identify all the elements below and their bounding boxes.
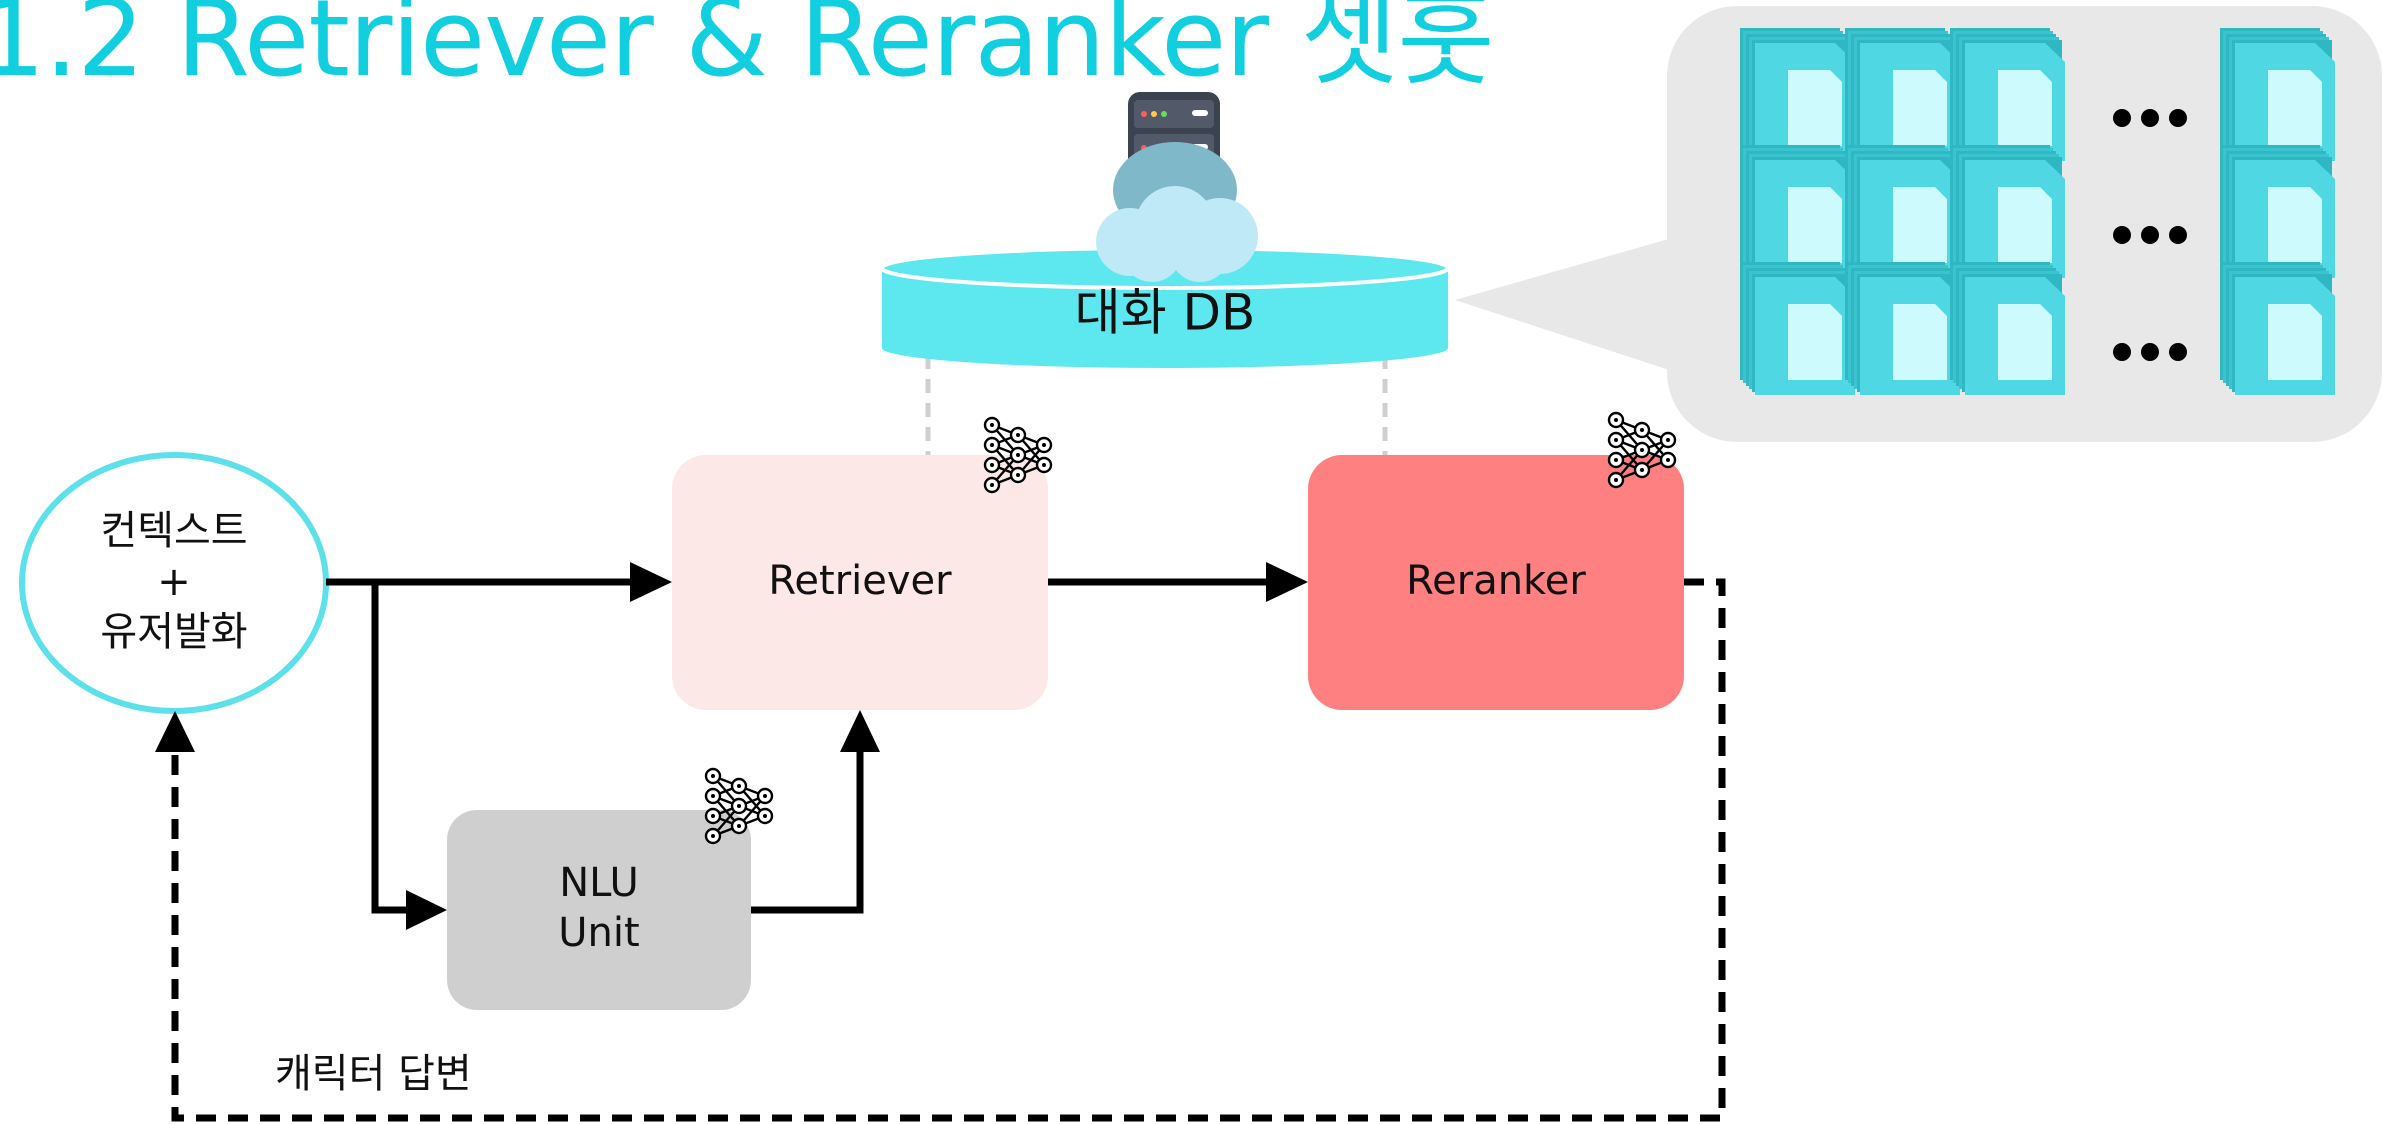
context-label-line1: 컨텍스트 (100, 508, 247, 554)
nlu-unit-box[interactable] (447, 810, 751, 1010)
nlu-label-line1: NLU (559, 860, 639, 906)
reranker-box[interactable] (1308, 455, 1684, 710)
nlu-to-retriever-arrow (751, 710, 880, 914)
response-feedback-arrow (155, 578, 1726, 1122)
context-to-nlu-arrow (371, 582, 447, 930)
retriever-box[interactable] (672, 455, 1048, 710)
context-label-line2: + (157, 559, 191, 605)
ellipsis-icon (2113, 109, 2187, 361)
nlu-label-line2: Unit (558, 910, 639, 956)
neural-network-icon (704, 767, 774, 845)
page-title: 1.2 Retriever & Reranker 셋훗 (0, 0, 1495, 100)
reranker-label: Reranker (1406, 558, 1586, 604)
cloud-icon (1096, 142, 1258, 282)
context-label-line3: 유저발화 (100, 609, 247, 655)
document-stack-icon (1740, 28, 2335, 395)
retriever-label: Retriever (768, 558, 952, 604)
feedback-label: 캐릭터 답변 (275, 1051, 472, 1097)
db-label: 대화 DB (1075, 284, 1256, 342)
retriever-to-reranker-arrow (1048, 562, 1308, 602)
